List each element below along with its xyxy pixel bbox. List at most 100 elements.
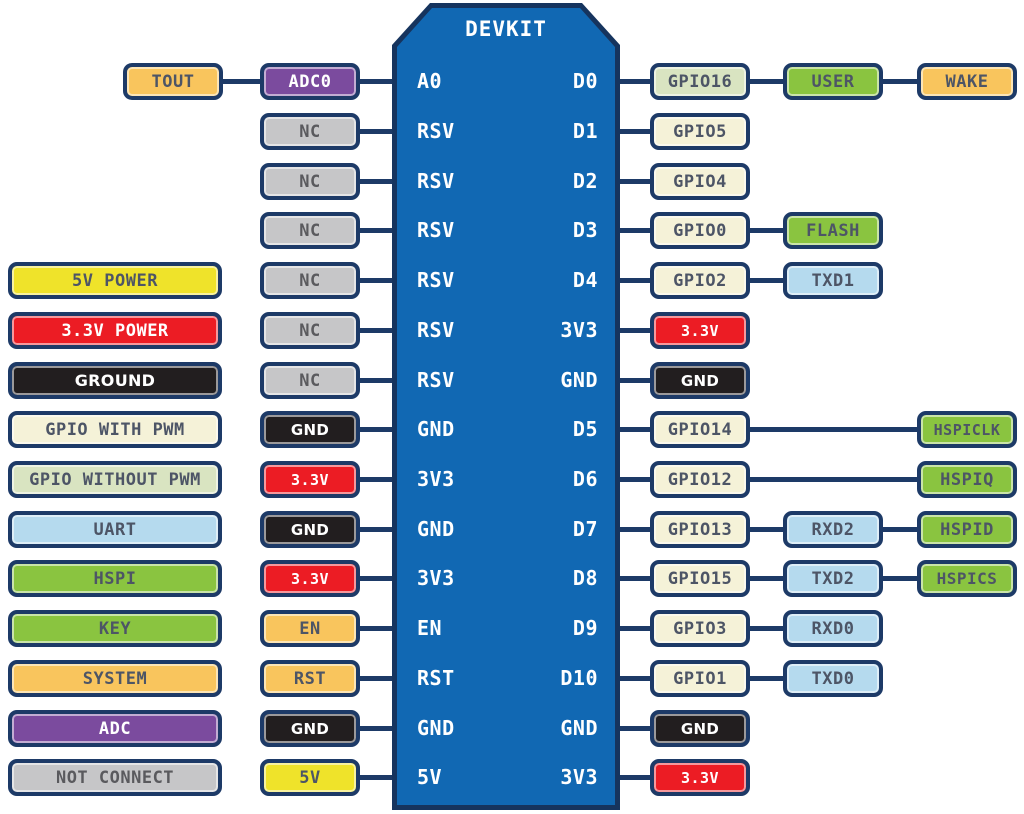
legend-item-system: SYSTEM bbox=[8, 660, 222, 697]
chip-pin-d10: D10 bbox=[560, 666, 598, 690]
connector-line bbox=[610, 726, 658, 731]
connector-line bbox=[352, 179, 404, 184]
connector-line bbox=[740, 626, 791, 631]
chip-pin-gnd-r1: GND bbox=[560, 368, 598, 392]
connector-line bbox=[740, 228, 791, 233]
pin-box-hspiclk: HSPICLK bbox=[917, 411, 1017, 448]
connector-line bbox=[610, 576, 658, 581]
connector-line bbox=[740, 527, 791, 532]
connector-line bbox=[215, 79, 270, 84]
pin-box-nc-5: NC bbox=[260, 312, 360, 349]
chip-pin-d2: D2 bbox=[572, 169, 598, 193]
pin-box-txd2: TXD2 bbox=[783, 560, 883, 597]
connector-line bbox=[352, 726, 404, 731]
pin-box-gnd-r1: GND bbox=[650, 362, 750, 399]
legend-item-ground: GROUND bbox=[8, 362, 222, 399]
connector-line bbox=[352, 676, 404, 681]
pin-box-nc-4: NC bbox=[260, 262, 360, 299]
chip-pin-d0: D0 bbox=[572, 69, 598, 93]
connector-line bbox=[352, 775, 404, 780]
chip-pin-d6: D6 bbox=[572, 467, 598, 491]
pin-box-gpio1: GPIO1 bbox=[650, 660, 750, 697]
chip-pin-en: EN bbox=[417, 616, 443, 640]
pin-box-gnd-l2: GND bbox=[260, 511, 360, 548]
connector-line bbox=[875, 79, 925, 84]
connector-line bbox=[610, 626, 658, 631]
pin-box-txd1: TXD1 bbox=[783, 262, 883, 299]
chip-pin-d7: D7 bbox=[572, 517, 598, 541]
legend-item-3-3v-power: 3.3V POWER bbox=[8, 312, 222, 349]
chip-title: DEVKIT bbox=[465, 17, 547, 41]
chip-pin-d4: D4 bbox=[572, 268, 598, 292]
connector-line bbox=[610, 378, 658, 383]
pin-box-hspiq: HSPIQ bbox=[917, 461, 1017, 498]
chip-pin-5v: 5V bbox=[417, 765, 443, 789]
connector-line bbox=[352, 328, 404, 333]
connector-line bbox=[875, 576, 925, 581]
pin-box-gnd-r2: GND bbox=[650, 710, 750, 747]
pin-box-3v3-l2: 3.3V bbox=[260, 560, 360, 597]
legend-item-not-connect: NOT CONNECT bbox=[8, 759, 222, 796]
chip-pin-3v3-r2: 3V3 bbox=[560, 765, 598, 789]
pin-box-txd0: TXD0 bbox=[783, 660, 883, 697]
pin-box-user: USER bbox=[783, 63, 883, 100]
chip-body bbox=[392, 3, 620, 810]
legend-item-key: KEY bbox=[8, 610, 222, 647]
pin-box-gpio13: GPIO13 bbox=[650, 511, 750, 548]
pin-box-en: EN bbox=[260, 610, 360, 647]
pin-box-nc-3: NC bbox=[260, 212, 360, 249]
pin-box-gpio0: GPIO0 bbox=[650, 212, 750, 249]
chip-pin-d8: D8 bbox=[572, 566, 598, 590]
pin-box-3v3-r1: 3.3V bbox=[650, 312, 750, 349]
pin-box-gpio12: GPIO12 bbox=[650, 461, 750, 498]
connector-line bbox=[610, 278, 658, 283]
connector-line bbox=[352, 228, 404, 233]
chip-pin-a0: A0 bbox=[417, 69, 443, 93]
chip-pin-3v3-l1: 3V3 bbox=[417, 467, 455, 491]
connector-line bbox=[610, 775, 658, 780]
pin-box-tout: TOUT bbox=[123, 63, 223, 100]
chip-pin-gnd-r2: GND bbox=[560, 716, 598, 740]
connector-line bbox=[352, 576, 404, 581]
connector-line bbox=[610, 427, 658, 432]
chip-pin-gnd-l2: GND bbox=[417, 517, 455, 541]
connector-line bbox=[610, 477, 658, 482]
pin-box-gpio16: GPIO16 bbox=[650, 63, 750, 100]
chip-pin-rsv-6: RSV bbox=[417, 368, 455, 392]
chip-pin-rsv-5: RSV bbox=[417, 318, 455, 342]
connector-line bbox=[740, 676, 791, 681]
connector-line bbox=[740, 79, 791, 84]
connector-line bbox=[875, 527, 925, 532]
pin-box-rxd0: RXD0 bbox=[783, 610, 883, 647]
pin-box-gpio4: GPIO4 bbox=[650, 163, 750, 200]
pin-box-nc-6: NC bbox=[260, 362, 360, 399]
connector-line bbox=[610, 179, 658, 184]
chip-body-fill bbox=[397, 8, 615, 805]
connector-line bbox=[352, 129, 404, 134]
connector-line bbox=[610, 228, 658, 233]
connector-line bbox=[352, 527, 404, 532]
pin-box-hspics: HSPICS bbox=[917, 560, 1017, 597]
pin-box-gpio2: GPIO2 bbox=[650, 262, 750, 299]
pin-box-adc0: ADC0 bbox=[260, 63, 360, 100]
legend-item-hspi: HSPI bbox=[8, 560, 222, 597]
pin-box-rst: RST bbox=[260, 660, 360, 697]
pin-box-gpio15: GPIO15 bbox=[650, 560, 750, 597]
connector-line bbox=[352, 427, 404, 432]
connector-line bbox=[610, 527, 658, 532]
chip-pin-d3: D3 bbox=[572, 218, 598, 242]
connector-line bbox=[352, 278, 404, 283]
pin-box-rxd2: RXD2 bbox=[783, 511, 883, 548]
pin-box-3v3-r2: 3.3V bbox=[650, 759, 750, 796]
chip-pin-d1: D1 bbox=[572, 119, 598, 143]
connector-line bbox=[610, 328, 658, 333]
pin-box-gpio14: GPIO14 bbox=[650, 411, 750, 448]
connector-line bbox=[740, 477, 925, 482]
chip-pin-rsv-2: RSV bbox=[417, 169, 455, 193]
legend-item-uart: UART bbox=[8, 511, 222, 548]
connector-line bbox=[610, 79, 658, 84]
pin-box-gpio3: GPIO3 bbox=[650, 610, 750, 647]
connector-line bbox=[740, 427, 925, 432]
pin-box-wake: WAKE bbox=[917, 63, 1017, 100]
